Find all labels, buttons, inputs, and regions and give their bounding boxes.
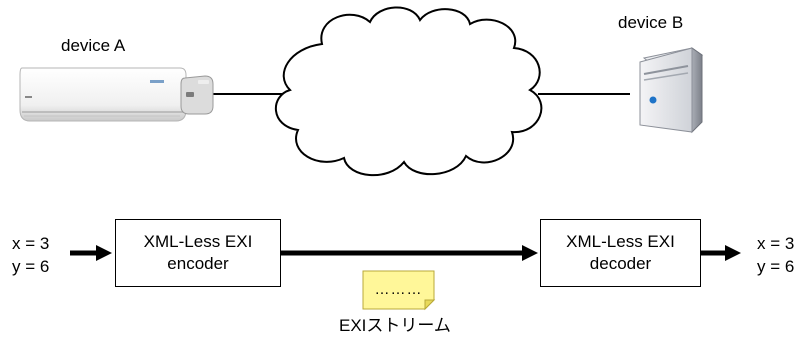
decoder-title: XML-Less EXI [566,232,675,251]
decoder-subtitle: decoder [589,254,652,273]
cloud-icon [274,6,543,176]
server-icon [639,47,704,134]
stream-label: EXIストリーム [339,316,451,335]
input-x-value: x = 3 [12,234,50,253]
encoder-title: XML-Less EXI [143,232,253,251]
encoder-box: XML-Less EXI encoder [115,219,281,287]
device-a-label: device A [61,36,126,55]
air-conditioner-icon [19,67,187,122]
document-note-icon [362,270,436,311]
output-values: x = 3 y = 6 [757,232,794,278]
input-values: x = 3 y = 6 [12,232,49,278]
stream-note-text: ……… [374,281,423,298]
stream-arrowhead [522,245,538,261]
input-y-value: y = 6 [12,257,50,276]
input-arrowhead [96,245,112,261]
device-b-label: device B [618,13,684,32]
adapter-icon [180,75,214,115]
encoder-subtitle: encoder [167,254,229,273]
output-arrowhead [725,245,741,261]
decoder-box: XML-Less EXI decoder [540,219,701,287]
output-x-value: x = 3 [757,234,795,253]
output-y-value: y = 6 [757,257,795,276]
